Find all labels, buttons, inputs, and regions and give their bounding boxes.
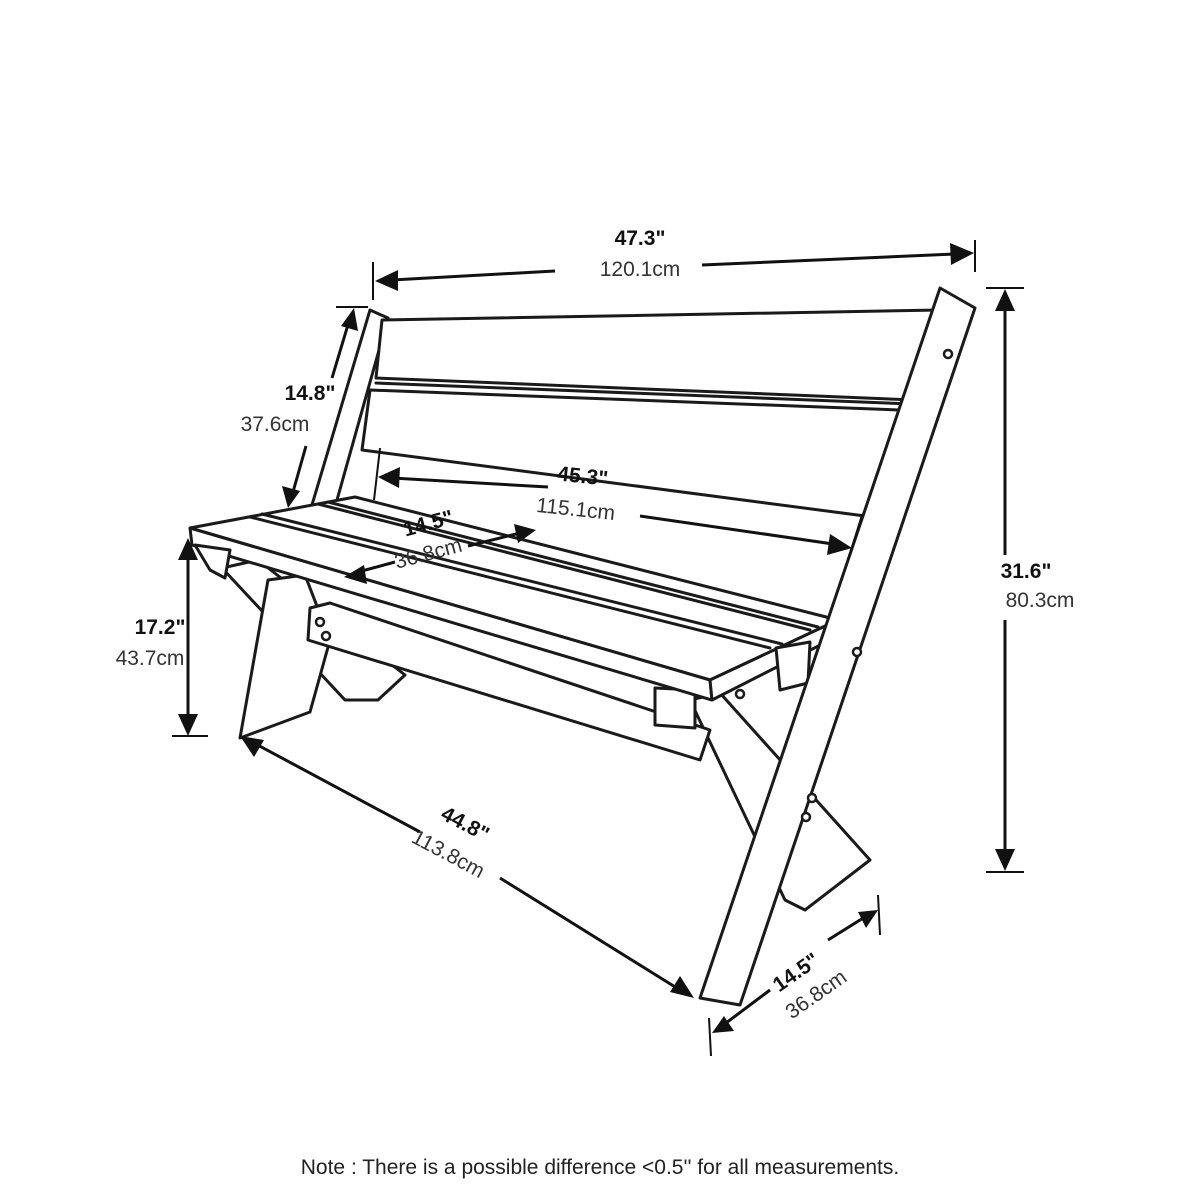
back-slat-bottom (360, 388, 902, 518)
seat-bolt (734, 688, 746, 700)
seat-width-inches: 45.3" (556, 462, 609, 490)
back-height-cm: 37.6cm (241, 413, 310, 436)
upright-hole (806, 792, 818, 804)
stretcher-hole (320, 630, 332, 642)
seat-height-cm: 43.7cm (116, 647, 185, 670)
stretcher-hole (314, 616, 326, 628)
dimension-back-height: 14.8" 37.6cm (241, 306, 368, 508)
stretcher-beam (306, 601, 712, 762)
seat-slat-gap (316, 502, 812, 632)
overall-height-cm: 80.3cm (1006, 589, 1075, 612)
dimension-base-length: 44.8" 113.8cm (240, 736, 694, 998)
upright-hole (800, 811, 812, 823)
seat-slat-gap (326, 500, 820, 629)
seat-slat-gap (260, 512, 784, 646)
seat-slat-gap (248, 515, 772, 650)
right-back-upright (698, 286, 977, 1007)
seat-cleat-left (193, 543, 232, 580)
overall-width-inches: 47.3" (615, 227, 666, 250)
seat-width-cm: 115.1cm (535, 494, 616, 525)
upright-hole (851, 646, 863, 658)
seat-cleat-right (774, 640, 812, 692)
back-height-inches: 14.8" (285, 382, 336, 405)
measurement-note: Note : There is a possible difference <0… (301, 1156, 899, 1179)
dimension-seat-height: 17.2" 43.7cm (116, 538, 208, 737)
overall-width-cm: 120.1cm (600, 258, 681, 281)
dimension-overall-width: 47.3" 120.1cm (372, 227, 976, 300)
upright-hole (942, 348, 954, 360)
dimension-seat-width: 45.3" 115.1cm (373, 447, 863, 561)
dimension-overall-height: 31.6" 80.3cm (986, 287, 1075, 873)
bench-drawing (188, 286, 977, 1007)
back-slat-edge (374, 381, 914, 406)
overall-height-inches: 31.6" (1001, 560, 1052, 583)
seat-height-inches: 17.2" (135, 616, 186, 639)
